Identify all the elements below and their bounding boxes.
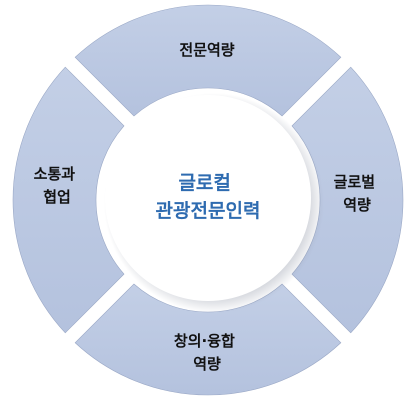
center-circle bbox=[105, 95, 311, 301]
center-label-line: 관광전문인력 bbox=[156, 200, 261, 222]
segment-label-left-line: 협업 bbox=[43, 188, 71, 206]
segment-label-bottom: 창의·융합 역량 bbox=[174, 332, 240, 373]
segment-top bbox=[74, 4, 342, 117]
segment-label-bottom-line: 창의·융합 bbox=[174, 332, 235, 350]
segment-label-left: 소통과 협업 bbox=[34, 165, 81, 206]
segment-label-right: 글로벌 역량 bbox=[334, 173, 381, 214]
segment-label-top: 전문역량 bbox=[179, 41, 234, 59]
segment-label-right-line: 글로벌 bbox=[334, 173, 375, 191]
ring-segments bbox=[12, 4, 404, 396]
segment-label-bottom-line: 역량 bbox=[193, 355, 221, 373]
segment-left bbox=[12, 66, 125, 334]
center-label-line: 글로컬 bbox=[178, 172, 230, 194]
segment-label-right-line: 역량 bbox=[343, 196, 371, 214]
segment-label-left-line: 소통과 bbox=[34, 165, 76, 183]
center-label: 글로컬 관광전문인력 bbox=[156, 172, 261, 222]
segment-label-top-line: 전문역량 bbox=[179, 41, 234, 59]
